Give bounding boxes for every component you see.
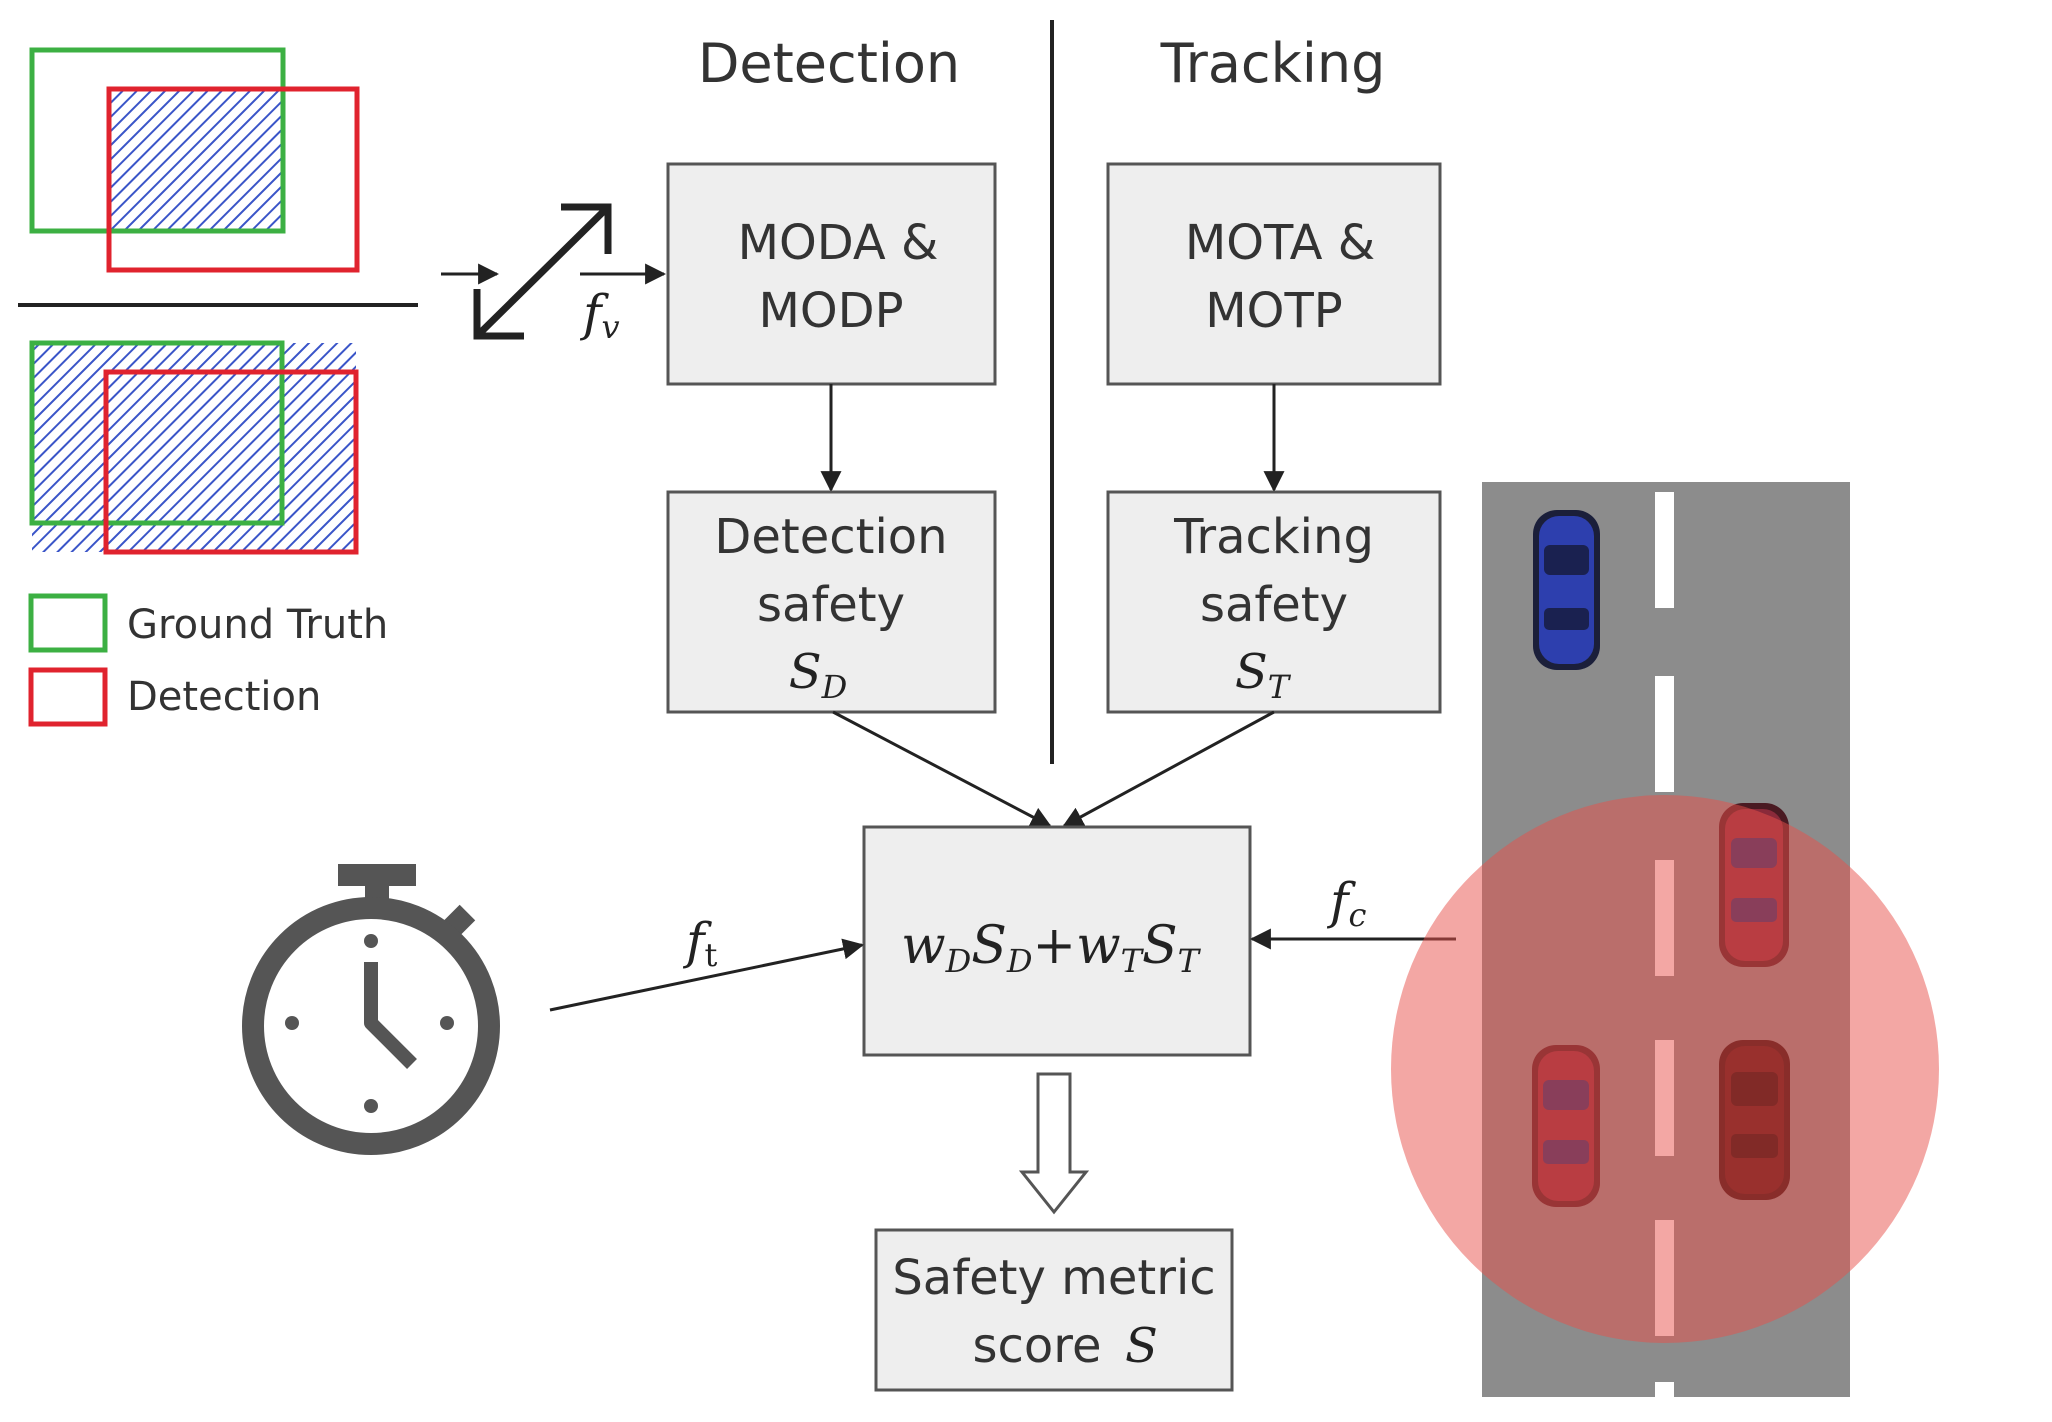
svg-text:Safety metric: Safety metric [892, 1250, 1215, 1306]
safety-metric-score-box: Safety metric score S [874, 1228, 1234, 1392]
factor-fv: fv [579, 284, 620, 346]
factor-fc: fc [1326, 872, 1367, 934]
ground-truth-box-2 [29, 340, 285, 526]
svg-text:safety: safety [757, 577, 905, 633]
detection-box-1 [106, 86, 360, 273]
stopwatch-icon [242, 864, 500, 1155]
danger-zone [1391, 795, 1939, 1343]
legend-label-detection: Detection [127, 674, 321, 720]
header-detection: Detection [698, 32, 960, 95]
svg-text:safety: safety [1200, 577, 1348, 633]
ground-truth-box-1 [29, 47, 286, 234]
detection-safety-box: Detection safety SD [666, 490, 997, 714]
weighted-sum-box: wDSD+wTST [862, 825, 1252, 1057]
legend-label-ground-truth: Ground Truth [127, 602, 388, 648]
iou-low-example [29, 47, 360, 273]
svg-text:ST: ST [1235, 644, 1292, 706]
legend-swatch-detection [28, 667, 108, 727]
svg-text:wDSD+wTST: wDSD+wTST [901, 916, 1202, 980]
svg-text:MOTA &: MOTA & [1185, 215, 1375, 271]
svg-text:SD: SD [789, 644, 848, 706]
legend-swatch-ground-truth [28, 593, 108, 653]
svg-text:score: score [973, 1318, 1102, 1374]
svg-text:Tracking: Tracking [1173, 509, 1374, 565]
detection-box-2 [103, 369, 359, 555]
header-tracking: Tracking [1160, 32, 1386, 95]
mota-motp-box: MOTA & MOTP [1106, 162, 1442, 386]
car-blue-ego [1533, 510, 1600, 670]
tracking-safety-box: Tracking safety ST [1106, 490, 1442, 714]
svg-text:S: S [1125, 1318, 1158, 1374]
svg-text:MOTP: MOTP [1205, 283, 1342, 339]
result-arrow [1018, 1072, 1090, 1215]
svg-text:MODA &: MODA & [738, 215, 939, 271]
iou-switch-icon [441, 203, 667, 340]
svg-text:Detection: Detection [714, 509, 947, 565]
legend: Ground Truth Detection [28, 593, 388, 727]
road-scene [1391, 482, 1939, 1397]
iou-high-example [29, 340, 359, 555]
factor-ft: ft [682, 912, 718, 974]
moda-modp-box: MODA & MODP [666, 162, 997, 386]
svg-text:MODP: MODP [758, 283, 903, 339]
